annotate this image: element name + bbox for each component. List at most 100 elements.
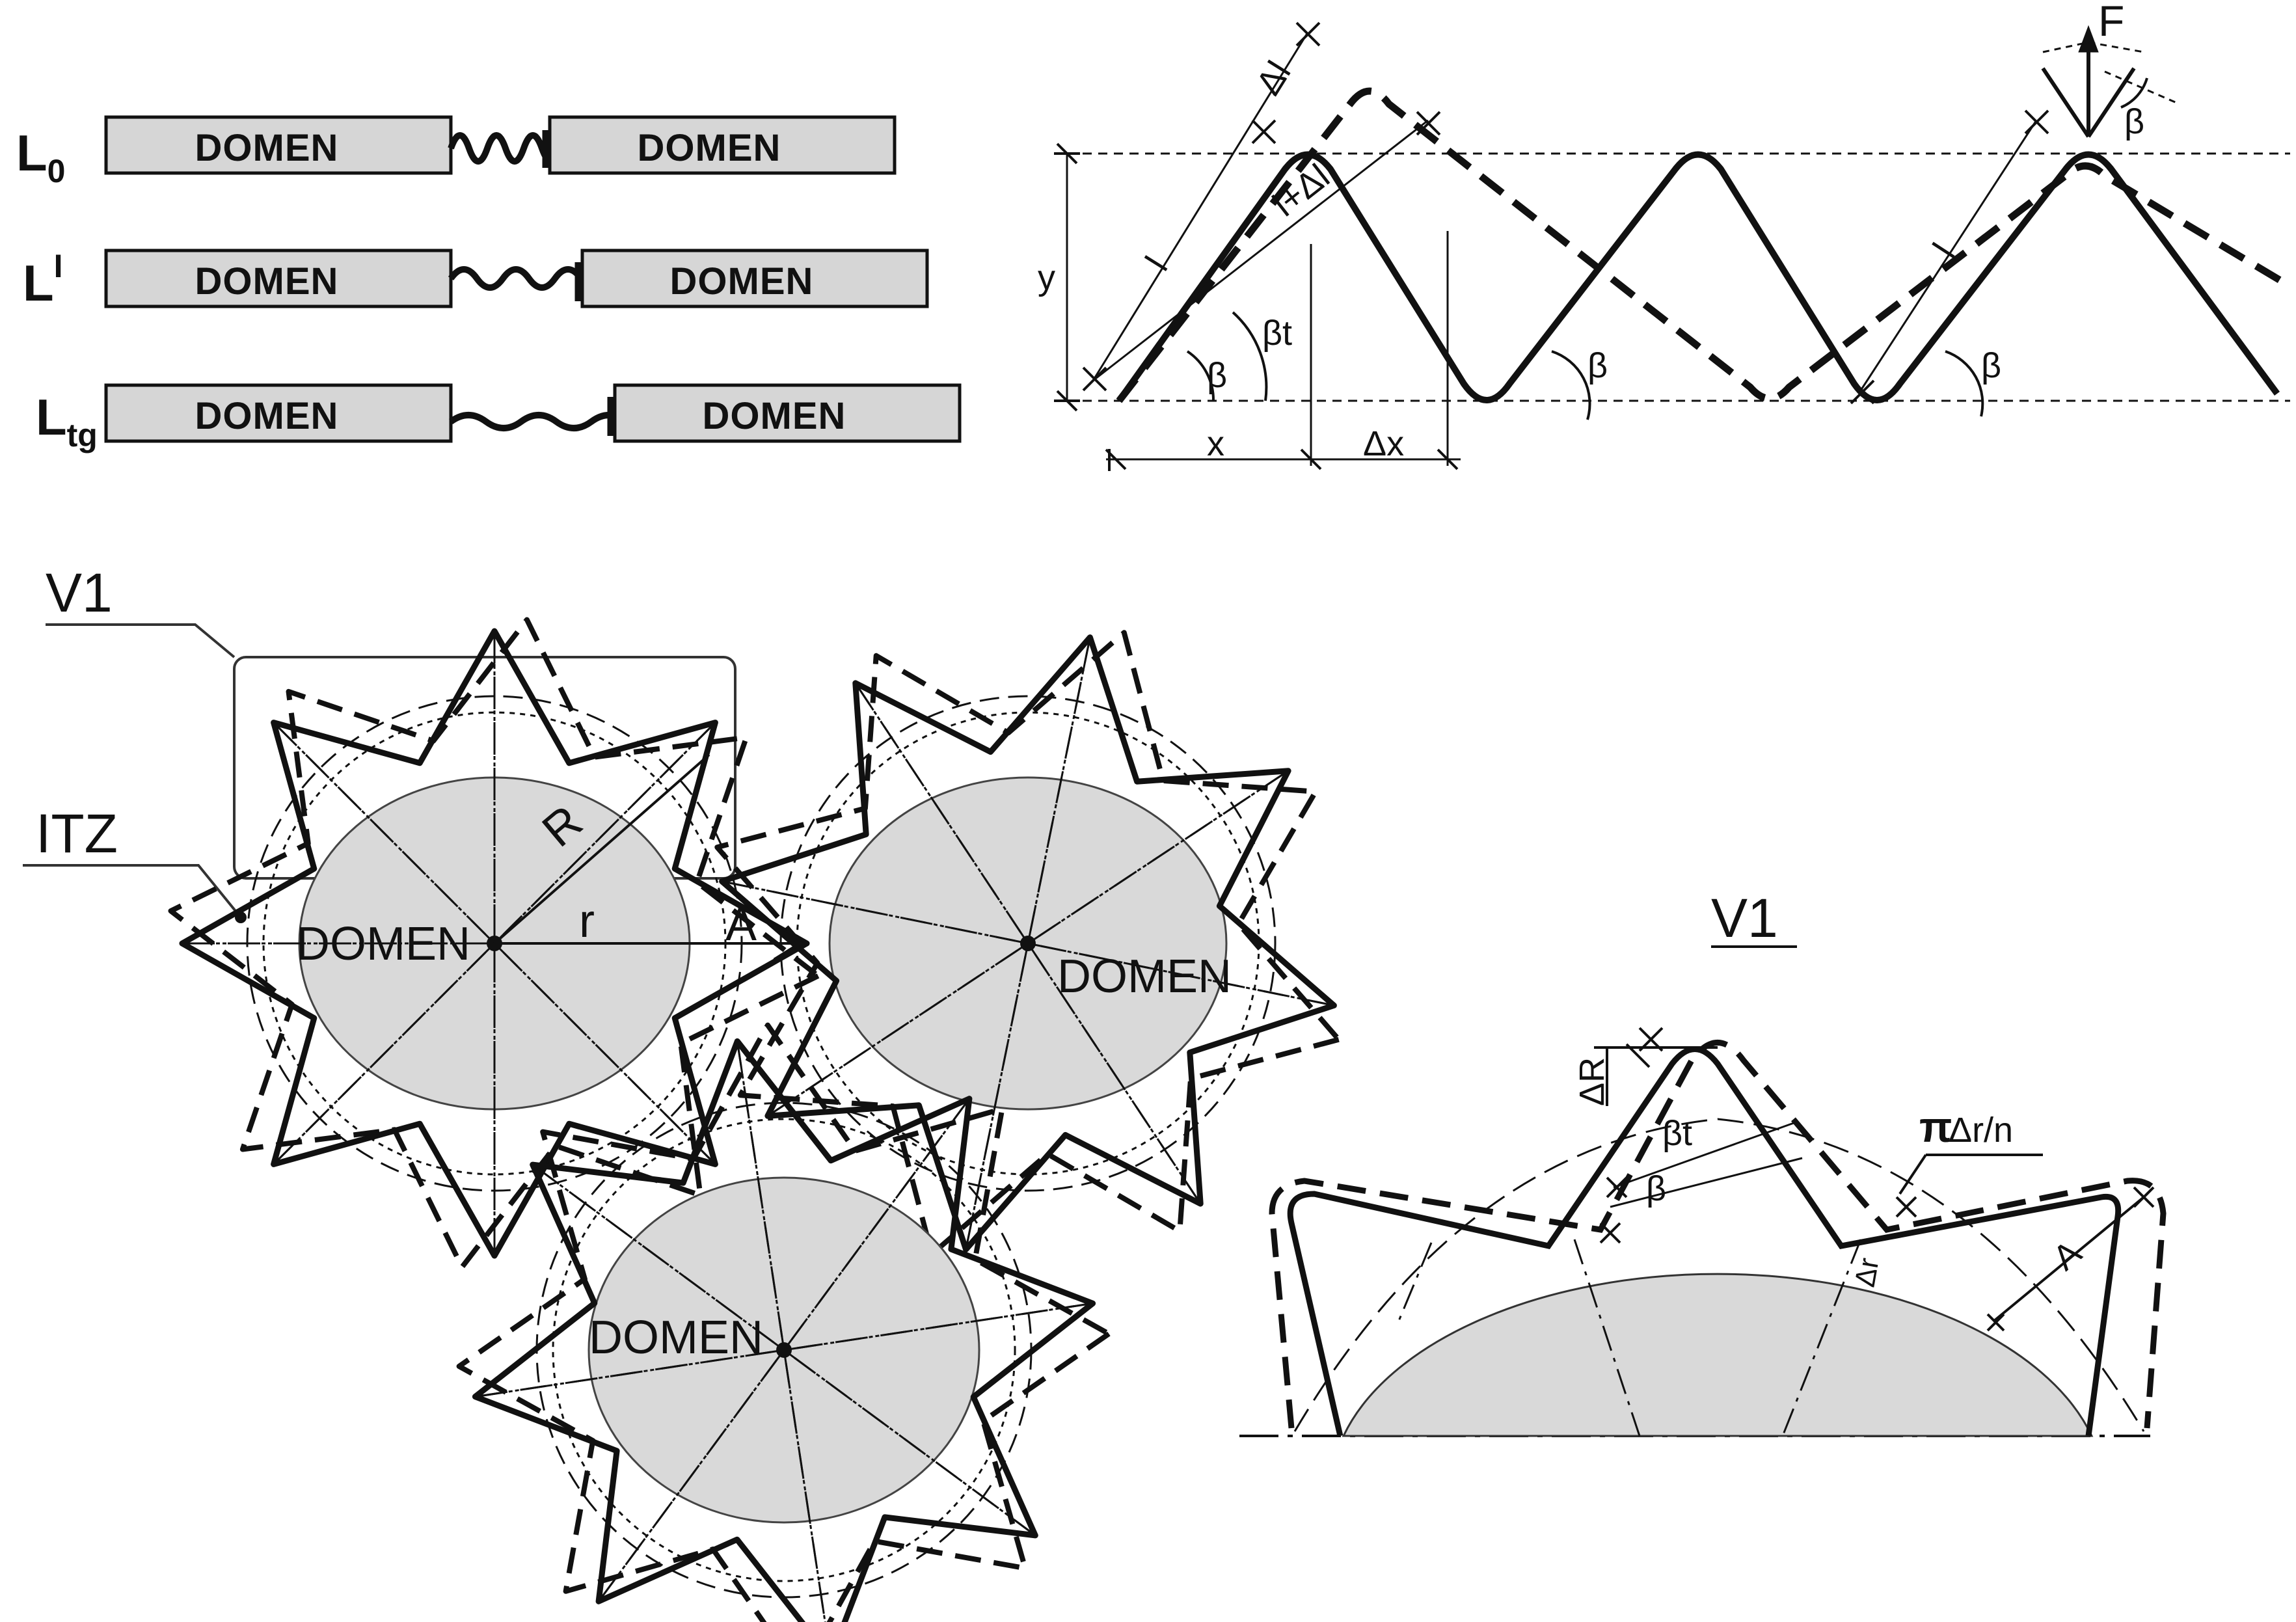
radial-axis [273, 722, 716, 1165]
star-outline-dashed [168, 617, 821, 1270]
domain-box-left [104, 249, 453, 308]
radial-axis [965, 637, 1091, 1250]
star-panel: V1 ITZ R r A DOMEN DOMEN DOMEN [23, 562, 1342, 1622]
radial-axis [722, 880, 1334, 1007]
beta-arc [1945, 350, 1984, 417]
force-arrowhead [2078, 25, 2099, 53]
label-pi: π [1919, 1103, 1952, 1151]
star-outline-dashed [456, 1022, 1112, 1622]
domain-box-right-label: DOMEN [638, 127, 781, 169]
label-A-detail: A [2046, 1233, 2088, 1278]
star-outline-dashed [714, 630, 1342, 1257]
domain-box-right [548, 115, 897, 175]
dimension-A [1993, 1196, 2145, 1322]
dimension-dR [1594, 1027, 1718, 1106]
v1-callout-label: V1 [46, 562, 113, 623]
domain-star-3 [456, 1022, 1112, 1622]
domain-box-right [613, 383, 962, 443]
row-label-li: LI [23, 248, 63, 312]
dimension-line-l-dl [1092, 32, 1309, 381]
label-beta-t: βt [1262, 314, 1292, 353]
beta-arc-force [2120, 77, 2148, 109]
linker-coil-compressed [448, 132, 563, 165]
itz-leader-line [23, 864, 242, 919]
beta-construction-lines [1610, 1121, 1803, 1208]
wave-solid [1116, 151, 2280, 403]
radial-axis [475, 1302, 1093, 1398]
label-y: y [1038, 258, 1055, 297]
domain-label-3: DOMEN [589, 1312, 763, 1364]
label-dr: Δr [1849, 1256, 1885, 1290]
radial-axis [532, 1163, 1036, 1537]
domain-box-right-label: DOMEN [670, 260, 814, 303]
dimension-A-ticks [1986, 1186, 2155, 1332]
dimension-ticks [1082, 21, 2049, 405]
label-beta: β [1587, 346, 1608, 385]
wave-dashed-stretched [1116, 87, 2292, 403]
radial-axis [854, 683, 1202, 1204]
itz-circle [552, 1118, 1016, 1582]
domain-box-left-label: DOMEN [195, 260, 339, 303]
domain-box-right [580, 249, 929, 308]
dimension-line-l-plus-dl [1092, 119, 1429, 382]
label-beta-t: βt [1662, 1114, 1692, 1153]
label-beta: β [1646, 1169, 1666, 1208]
radius-R-line [493, 753, 710, 945]
label-A: A [725, 899, 757, 951]
dimension-x-ticks [1105, 448, 1459, 471]
label-l: l [1138, 250, 1175, 277]
radial-axis [767, 770, 1289, 1117]
label-beta-force: β [2124, 102, 2144, 141]
dimension-line-l-right [1859, 120, 2038, 391]
itz-callout-label: ITZ [36, 803, 118, 864]
dimension-dr-n [1895, 1154, 2043, 1218]
row-label-l0: L0 [16, 124, 65, 189]
force-component-right [2087, 67, 2136, 138]
label-r: r [579, 895, 595, 947]
center-point [776, 1342, 792, 1358]
domain-box-left-label: DOMEN [195, 127, 339, 169]
beta-t-arc [1232, 311, 1268, 401]
radial-lines [1398, 1239, 1862, 1437]
label-force: F [2098, 0, 2124, 45]
profile-dashed [1269, 1040, 2167, 1429]
itz-contour [1293, 1118, 2145, 1432]
label-beta: β [1207, 356, 1227, 395]
beta-arc [1551, 350, 1591, 420]
domain-label-2: DOMEN [1057, 951, 1232, 1003]
row-label-ltg: Ltg [36, 388, 98, 453]
linker-row-ltg: Ltg DOMEN DOMEN [36, 383, 962, 453]
linker-row-li: LI DOMEN DOMEN [23, 248, 929, 312]
center-point [1020, 936, 1036, 951]
radius-r-arrowhead [773, 925, 804, 962]
star-outline-solid [719, 634, 1337, 1252]
star-outline-solid [472, 1038, 1096, 1622]
label-dR: ΔR [1573, 1057, 1612, 1106]
radial-axis [597, 1098, 971, 1602]
linker-row-l0: L0 DOMEN DOMEN [16, 115, 897, 189]
linker-coil-stretched [449, 412, 628, 431]
detail-panel: V1 ΔR βt β π Δr/n Δr A [1239, 887, 2167, 1437]
wave-panel: y x Δx l Δl l+Δl l β βt β β β F [1038, 0, 2292, 471]
v1-leader-line [46, 623, 236, 658]
domain-arc [1342, 1273, 2094, 1437]
label-dx: Δx [1363, 424, 1404, 463]
label-beta: β [1981, 346, 2001, 385]
label-x: x [1207, 424, 1224, 463]
linker-coil-relaxed [448, 266, 588, 291]
domain-box-left [104, 383, 453, 443]
radial-axis [736, 1041, 826, 1622]
domain-box-left [104, 115, 453, 175]
detail-title: V1 [1711, 887, 1778, 949]
label-dr-over-n: Δr/n [1949, 1111, 2013, 1150]
domain-box-right-label: DOMEN [703, 395, 846, 437]
beta-arc [1186, 350, 1215, 401]
domain-star-2 [714, 630, 1342, 1257]
domain-box-left-label: DOMEN [195, 395, 339, 437]
dimension-y-ticks [1054, 142, 1080, 412]
force-construction-lines [2042, 41, 2180, 105]
domain-label-1: DOMEN [296, 918, 470, 970]
linker-panel: L0 DOMEN DOMEN LI DOMEN DOMEN Ltg DOMEN [16, 115, 962, 453]
radial-axis [273, 722, 716, 1165]
